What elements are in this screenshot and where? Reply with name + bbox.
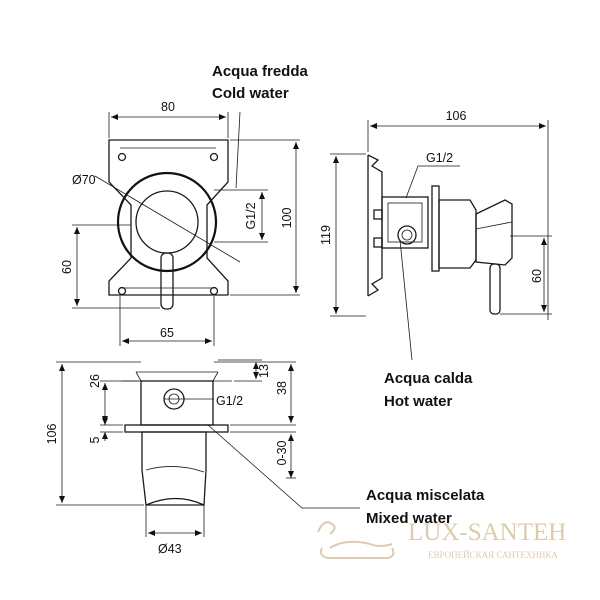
label-cold-it: Acqua fredda [212,63,309,80]
front-view: 80 Ø70 G1/2 100 60 65 [60,100,300,346]
dim-100: 100 [280,208,294,229]
watermark-logo-icon [317,521,393,549]
dim-side-thread: G1/2 [426,151,453,165]
dim-top-thread: G1/2 [216,394,243,408]
front-hole-tr [209,152,219,162]
dim-front-60: 60 [60,260,74,274]
side-lever [489,263,501,315]
dim-26: 26 [88,374,102,388]
side-inlet-bottom [373,237,383,248]
dim-119: 119 [319,225,333,245]
side-bracket [367,154,383,297]
dim-diameter-43: Ø43 [158,542,182,556]
front-plate-ring [116,171,218,273]
front-hole-tl [117,152,127,162]
front-bracket-outline [108,139,229,296]
dim-5: 5 [88,436,102,443]
side-hot-port [397,225,417,245]
side-thread-leader [405,165,460,199]
side-inlet-top [373,209,383,220]
side-view: 106 G1/2 119 60 [319,109,552,361]
side-valve-inner [387,202,423,243]
front-bracket-inner [120,147,216,289]
dim-80: 80 [161,100,175,114]
dim-diameter-70: Ø70 [72,173,96,187]
dim-0-30: 0-30 [275,440,289,465]
top-view: 106 26 5 13 38 0-30 G1/2 Ø43 [45,359,360,556]
dim-65: 65 [160,326,174,340]
front-lever [160,252,174,310]
dim-front-thread: G1/2 [244,202,258,229]
hot-water-leader [399,239,413,361]
side-mixer-body [438,199,477,269]
dim-side-60: 60 [530,269,544,283]
watermark-brand: LUX-SANTEH [408,519,566,546]
label-mixed-en: Mixed water [366,510,452,527]
top-handle-curve [145,497,205,506]
dim-side-106: 106 [446,109,467,123]
dim-top-106: 106 [45,424,59,445]
side-handle [475,199,513,266]
side-wall-plate [431,185,440,272]
front-hole-br [209,286,219,296]
front-knob-circle [135,190,199,254]
watermark-tagline: ЕВРОПЕЙСКАЯ САНТЕХНИКА [428,550,558,560]
watermark: LUX-SANTEH ЕВРОПЕЙСКАЯ САНТЕХНИКА [317,519,566,560]
label-hot-it: Acqua calda [384,370,473,387]
cold-water-leader [235,111,241,189]
front-diameter-leader [94,175,241,263]
label-hot-en: Hot water [384,393,453,410]
label-mixed-it: Acqua miscelata [366,487,485,504]
dim-38: 38 [275,381,289,395]
dim-13: 13 [257,364,271,378]
front-hole-bl [117,286,127,296]
side-valve-body [381,196,429,249]
label-cold-en: Cold water [212,85,289,102]
mixed-water-leader [207,424,360,509]
